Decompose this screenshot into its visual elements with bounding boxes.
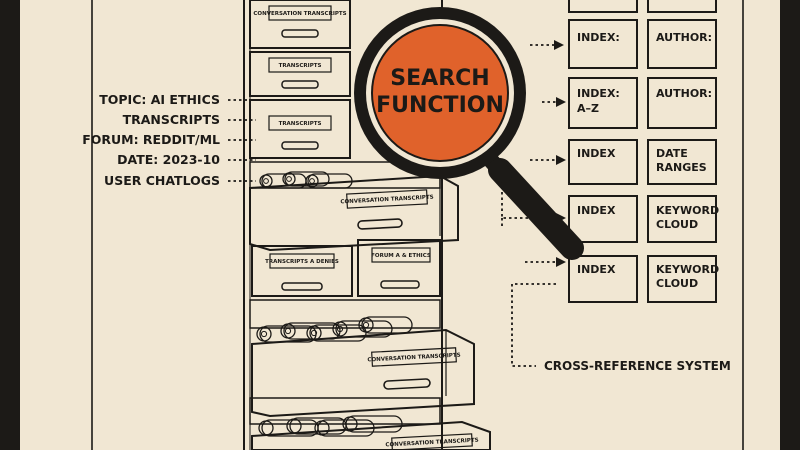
index-cell-text: RANGES [656,161,707,174]
index-cell-text: A–Z [577,102,599,115]
index-cell-text: INDEX: [577,31,620,44]
right-frame-border [780,0,800,450]
drawer-label: TRANSCRIPTS A DENIES [265,259,339,265]
index-cell-text: CLOUD [656,218,698,231]
index-cell [568,19,638,69]
cabinet-drawer: TRANSCRIPTS [249,51,351,97]
magnifier-lens [371,24,509,162]
paper-scroll [358,316,413,334]
index-cell-text: KEYWORD [656,204,719,217]
drawer-label: CONVERSATION TRANSCRIPTS [340,195,433,206]
left-label: USER CHATLOGS [104,173,220,188]
magnifying-glass-icon: SEARCH FUNCTION [354,7,584,260]
arrow-head [554,40,564,50]
index-cell-text: AUTHOR: [656,31,712,44]
index-cell [568,255,638,303]
left-label: TOPIC: AI ETHICS [99,92,220,107]
drawer-label: CONVERSATION TRANSCRIPTS [367,353,460,364]
index-cell-text: INDEX [577,263,616,276]
open-drawer: CONVERSATION TRANSCRIPTS [249,299,475,418]
index-cell [647,19,717,69]
left-label-list: TOPIC: AI ETHICS TRANSCRIPTS FORUM: REDD… [82,92,256,188]
left-label: FORUM: REDDIT/ML [82,132,220,147]
left-frame-border [0,0,20,450]
filing-cabinet: CONVERSATION TRANSCRIPTS TRANSCRIPTS TRA… [243,0,491,450]
index-cell [568,195,638,243]
left-label: DATE: 2023-10 [117,152,220,167]
index-cell-text: AUTHOR: [656,87,712,100]
drawer-label: CONVERSATION TRANSCRIPTS [385,438,478,449]
index-cell [568,77,638,129]
drawer-label: FORUM A & ETHICS [371,253,431,259]
paper-scroll [282,171,330,187]
index-cell-text: INDEX [577,147,616,160]
drawer-label: TRANSCRIPTS [279,121,322,127]
drawer-label: TRANSCRIPTS [279,63,322,69]
lens-title-line: FUNCTION [376,93,504,118]
index-cell [647,195,717,243]
arrow-head [556,257,566,267]
arrow-head [556,155,566,165]
index-cell [647,77,717,129]
cabinet-drawer: FORUM A & ETHICS [357,239,441,297]
index-cell [647,255,717,303]
cabinet-drawer: TRANSCRIPTS A DENIES [251,245,353,297]
index-cell-text: INDEX [577,204,616,217]
paper-scroll [342,415,403,433]
index-cell-text: DATE [656,147,688,160]
index-cell-text: KEYWORD [656,263,719,276]
cabinet-drawer: CONVERSATION TRANSCRIPTS [249,0,351,49]
cross-reference-label: CROSS-REFERENCE SYSTEM [544,359,731,373]
index-cell [647,139,717,185]
magnifier-handle [479,148,584,260]
index-cell-text: CLOUD [656,277,698,290]
index-cell [568,139,638,185]
left-label: TRANSCRIPTS [123,112,220,127]
index-cell-text: INDEX: [577,87,620,100]
cabinet-drawer: TRANSCRIPTS [249,99,351,159]
drawer-label: CONVERSATION TRANSCRIPTS [253,11,346,17]
index-grid: INDEX: AUTHOR: INDEX: A–Z AUTHOR: INDEX … [568,0,719,303]
lens-title-line: SEARCH [390,66,489,91]
paper-scroll [332,320,393,338]
arrow-head [556,97,566,107]
open-drawer: CONVERSATION TRANSCRIPTS [249,397,491,450]
